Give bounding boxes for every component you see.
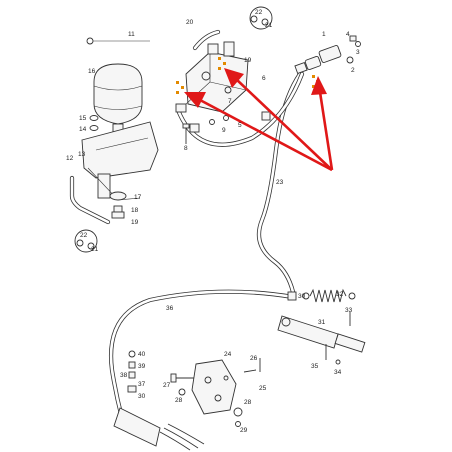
fittings-37-40	[127, 350, 137, 393]
label-31: 31	[318, 319, 326, 326]
label-33: 33	[345, 307, 353, 314]
label-22-top: 22	[255, 9, 263, 16]
label-26: 26	[250, 355, 258, 362]
inset-top	[249, 6, 273, 30]
label-8: 8	[184, 145, 188, 152]
fitting-30-top	[287, 291, 297, 301]
washers-28-29	[178, 388, 243, 427]
label-14: 14	[79, 126, 87, 133]
label-30-bottom: 30	[138, 393, 146, 400]
label-35: 35	[311, 363, 319, 370]
label-32: 32	[336, 291, 344, 298]
spring-32	[302, 288, 356, 303]
label-27: 27	[163, 382, 171, 389]
fitting-18	[111, 205, 125, 219]
lower-cylinder	[113, 407, 205, 451]
part-11-wire	[86, 37, 150, 45]
label-12: 12	[66, 155, 74, 162]
accumulator-16	[93, 63, 143, 133]
label-24: 24	[224, 351, 232, 358]
label-1: 1	[322, 31, 326, 38]
label-28-a: 28	[175, 397, 183, 404]
label-25: 25	[259, 385, 267, 392]
label-19-b: 19	[131, 219, 139, 226]
hose-6	[175, 71, 305, 147]
label-37: 37	[138, 381, 146, 388]
label-7: 7	[228, 98, 232, 105]
fitting-17	[109, 191, 127, 201]
label-6: 6	[262, 75, 266, 82]
label-16: 16	[88, 68, 96, 75]
bolt-8	[182, 123, 190, 144]
label-36: 36	[166, 305, 174, 312]
label-11: 11	[128, 31, 135, 38]
label-34: 34	[334, 369, 342, 376]
label-22-left: 22	[80, 232, 88, 239]
cylinder-31	[277, 315, 366, 353]
label-38: 38	[120, 372, 128, 379]
fittings-19	[175, 103, 271, 133]
label-20: 20	[186, 19, 194, 26]
label-15: 15	[79, 115, 87, 122]
label-3: 3	[356, 49, 360, 56]
hose-main-23	[256, 71, 303, 295]
label-17: 17	[134, 194, 142, 201]
hose-20	[192, 29, 221, 51]
inset-left	[74, 229, 98, 253]
label-13: 13	[78, 151, 86, 158]
label-21-top: 21	[265, 22, 273, 29]
bolts-25-26	[243, 358, 261, 373]
bolt-27	[170, 373, 194, 383]
label-4: 4	[346, 31, 350, 38]
hose-13	[69, 175, 111, 225]
pins-34-35	[325, 344, 341, 365]
quick-coupler-1	[294, 45, 342, 75]
label-28-b: 28	[244, 399, 252, 406]
label-9: 9	[222, 127, 226, 134]
label-30-top: 30	[298, 293, 306, 300]
label-39: 39	[138, 363, 146, 370]
fittings-2-3-4	[346, 35, 361, 64]
label-29: 29	[240, 427, 248, 434]
callout-labels: 20 11 22 21 1 4 3 2 16 19 6 7 15 14 13 9…	[66, 9, 360, 434]
label-18: 18	[131, 207, 139, 214]
washers-5-9	[209, 115, 229, 125]
hose-36	[109, 289, 296, 421]
label-5: 5	[238, 122, 242, 129]
bracket-12	[81, 121, 159, 201]
washers-14-15	[89, 115, 99, 131]
label-2: 2	[351, 67, 355, 74]
red-arrows	[184, 68, 334, 172]
label-23: 23	[276, 179, 284, 186]
bracket-24	[191, 359, 237, 415]
label-21-left: 21	[91, 246, 99, 253]
label-19-a: 19	[244, 57, 252, 64]
label-40: 40	[138, 351, 146, 358]
